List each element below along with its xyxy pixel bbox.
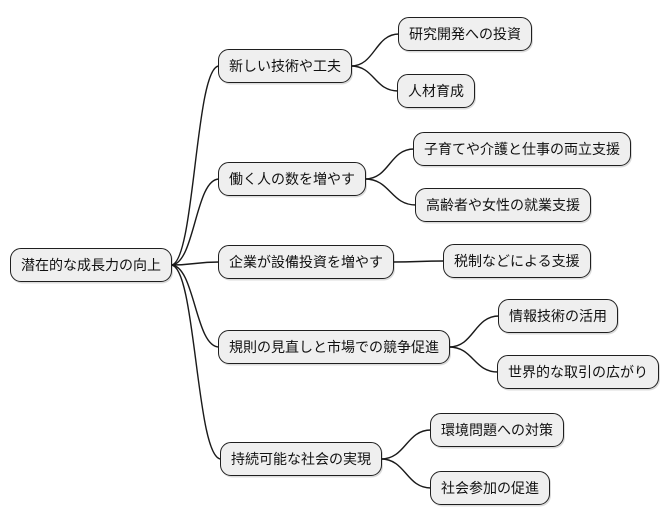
leaf-tax-support: 税制などによる支援 (443, 244, 591, 278)
leaf-global-trade-expansion: 世界的な取引の広がり (497, 355, 659, 389)
node-label: 子育てや介護と仕事の両立支援 (424, 141, 620, 157)
connector-line (364, 148, 415, 180)
connector-line (170, 261, 220, 266)
node-label: 人材育成 (408, 83, 464, 99)
node-label: 情報技術の活用 (509, 308, 607, 324)
mindmap-node-root: 潜在的な成長力の向上 (10, 248, 172, 282)
connector-line (380, 458, 432, 489)
connector-line (170, 178, 220, 266)
leaf-rd-investment: 研究開発への投資 (398, 17, 532, 51)
node-label: 働く人の数を増やす (229, 171, 355, 187)
branch-deregulation-competition: 規則の見直しと市場での競争促進 (218, 330, 450, 364)
leaf-hr-development: 人材育成 (397, 74, 475, 108)
branch-corporate-capex: 企業が設備投資を増やす (218, 245, 394, 279)
node-label: 企業が設備投資を増やす (229, 254, 383, 270)
node-label: 新しい技術や工夫 (229, 58, 341, 74)
node-label: 潜在的な成長力の向上 (21, 257, 161, 273)
node-label: 社会参加の促進 (441, 480, 539, 496)
leaf-childcare-work-balance: 子育てや介護と仕事の両立支援 (413, 132, 631, 166)
node-label: 世界的な取引の広がり (508, 364, 648, 380)
connector-line (364, 178, 417, 206)
connector-line (392, 260, 445, 263)
node-label: 規則の見直しと市場での競争促進 (229, 339, 439, 355)
node-label: 環境問題への対策 (441, 422, 553, 438)
connector-line (380, 429, 432, 460)
leaf-it-utilization: 情報技術の活用 (498, 299, 618, 333)
connector-line (448, 346, 499, 373)
node-label: 税制などによる支援 (454, 253, 580, 269)
branch-new-technology: 新しい技術や工夫 (218, 49, 352, 83)
connector-line (350, 33, 400, 67)
connector-line (170, 264, 222, 460)
node-label: 高齢者や女性の就業支援 (426, 197, 580, 213)
connector-line (170, 65, 220, 266)
branch-increase-workers: 働く人の数を増やす (218, 162, 366, 196)
connector-line (170, 264, 220, 348)
branch-sustainable-society: 持続可能な社会の実現 (220, 442, 382, 476)
node-label: 研究開発への投資 (409, 26, 521, 42)
leaf-elderly-women-employment: 高齢者や女性の就業支援 (415, 188, 591, 222)
connector-line (350, 65, 399, 92)
node-label: 持続可能な社会の実現 (231, 451, 371, 467)
leaf-social-participation: 社会参加の促進 (430, 471, 550, 505)
connector-line (448, 315, 500, 348)
leaf-environment-measures: 環境問題への対策 (430, 413, 564, 447)
